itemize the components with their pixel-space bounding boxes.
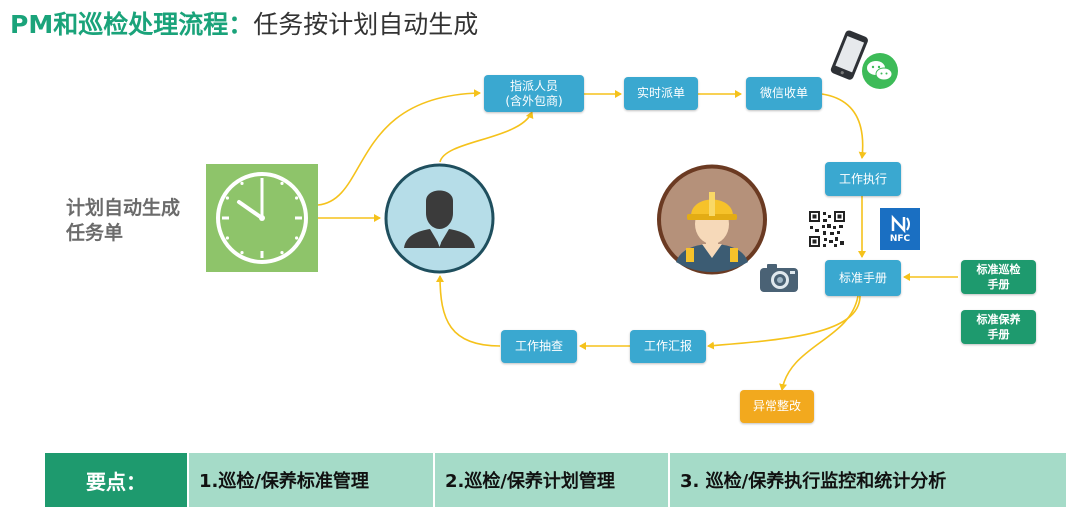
plan-label-line2: 任务单 [66,222,124,244]
plan-label: 计划自动生成 任务单 [66,196,201,246]
line-manual-to-exception [779,295,859,391]
page-title: PM和巡检处理流程：任务按计划自动生成 [10,5,478,41]
node-std-inspect-line1: 标准巡检 [976,263,1021,276]
node-standard-manual: 标准手册 [825,260,901,296]
node-spotcheck: 工作抽查 [501,330,577,363]
line-manual-to-report [707,295,861,350]
worker-helmet-icon [656,164,768,275]
node-execute: 工作执行 [825,162,901,196]
bottom-item-3: 3. 巡检/保养执行监控和统计分析 [670,453,1066,507]
bottom-key-points-label: 要点： [45,453,187,507]
node-report: 工作汇报 [630,330,706,363]
phone-icon [826,30,872,82]
title-rest: 任务按计划自动生成 [253,10,479,39]
person-silhouette-icon [384,163,495,274]
bottom-item-2: 2.巡检/保养计划管理 [435,453,668,507]
node-std-maint-manual: 标准保养手册 [961,310,1036,344]
line-clock-to-assign [317,89,481,206]
qr-code-icon [808,210,846,248]
bottom-item-1: 1.巡检/保养标准管理 [189,453,433,507]
line-person-to-assign [439,111,534,163]
bottom-item-1-text: 1.巡检/保养标准管理 [199,471,369,492]
node-assign: 指派人员(含外包商) [484,75,584,112]
node-std-maint-line2: 手册 [987,328,1010,341]
node-dispatch: 实时派单 [624,77,698,110]
title-bold: PM和巡检处理流程： [10,10,254,39]
line-spotcheck-to-person [436,275,501,347]
nfc-label: NFC [889,234,911,244]
camera-icon [758,262,800,294]
node-std-inspect-line2: 手册 [987,278,1010,291]
plan-label-line1: 计划自动生成 [66,197,181,219]
clock-icon [206,164,318,272]
node-std-inspect-manual: 标准巡检手册 [961,260,1036,294]
nfc-icon: NFC [880,208,920,250]
node-assign-line2: (含外包商) [505,93,563,108]
node-wechat-receive: 微信收单 [746,77,822,110]
node-exception: 异常整改 [740,390,814,423]
bottom-item-3-text: 3. 巡检/保养执行监控和统计分析 [680,471,947,492]
bottom-item-2-text: 2.巡检/保养计划管理 [445,471,615,492]
node-std-maint-line1: 标准保养 [976,313,1021,326]
line-wechat-to-execute [821,93,867,159]
wechat-icon [860,52,900,90]
node-assign-line1: 指派人员 [509,78,558,93]
